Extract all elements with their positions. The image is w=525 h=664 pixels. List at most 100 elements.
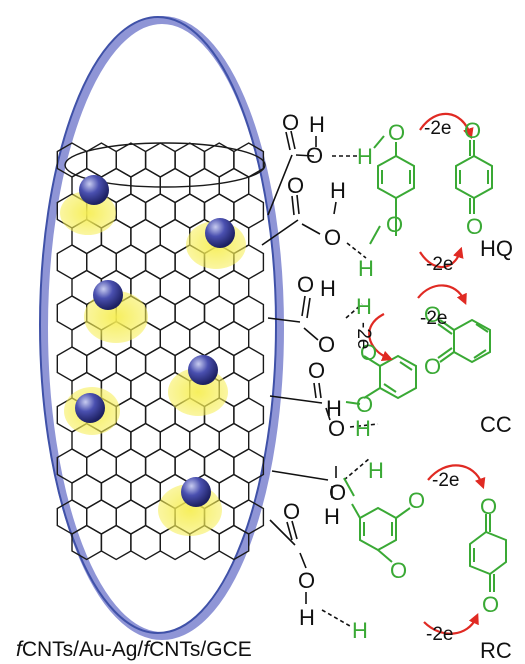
nanotube-hexagon (115, 244, 147, 280)
nanotube-hexagon (233, 448, 265, 484)
nanotube-hexagon (130, 422, 162, 459)
atom-h: H (324, 504, 340, 529)
nanotube-hexagon (100, 473, 132, 510)
nanotube-hexagon (115, 397, 147, 433)
nanotube-hexagon (130, 218, 162, 255)
electron-transfer-arrows (368, 112, 486, 635)
nanotube-hexagon (218, 422, 250, 459)
atom-o: O (466, 214, 483, 239)
electron-label: -2e (426, 254, 453, 275)
nanoparticle (75, 393, 105, 423)
nanotube-hexagon (85, 346, 117, 382)
atom-h: H (358, 256, 374, 281)
atom-h: H (355, 416, 371, 441)
atom-h: H (320, 276, 336, 301)
electrode-caption: fCNTs/Au-Ag/fCNTs/GCE (16, 638, 252, 661)
label-rc: RC (480, 638, 512, 663)
atom-o: O (282, 110, 299, 135)
nanotube-hexagon (233, 295, 265, 331)
nanotube-hexagon (233, 397, 265, 433)
atom-o: O (360, 340, 377, 365)
nanoparticle (205, 218, 235, 248)
nanotube-hexagon (218, 269, 250, 306)
electrode-ellipse (39, 16, 284, 640)
nanotube-hexagon (56, 295, 88, 331)
nanotube-hexagon (189, 320, 220, 357)
nanotube-hexagon (189, 422, 220, 459)
electron-label: -2e (353, 322, 374, 349)
atom-o: O (390, 558, 407, 583)
nanotube-hexagon (174, 142, 206, 178)
caption-part: CNTs/Au-Ag/ (22, 638, 144, 661)
nanoparticle (181, 477, 211, 507)
nanotube-hexagon (115, 346, 147, 382)
atom-h: H (309, 112, 325, 137)
atom-o: O (306, 143, 323, 168)
nanotube-hexagon (218, 167, 250, 204)
nanotube-hexagon (159, 320, 191, 357)
electron-label: -2e (432, 470, 459, 491)
electron-label: -2e (426, 624, 453, 645)
nanotube-hexagon (189, 269, 220, 306)
nanotube-hexagon (203, 295, 235, 331)
nanotube-hexagon (159, 167, 191, 204)
nanoparticle (93, 280, 123, 310)
nanotube-rim (64, 142, 266, 188)
atom-o: O (408, 488, 425, 513)
nanotube-hexagon (233, 193, 265, 229)
nanotube-hexagon (159, 422, 191, 459)
atom-o: O (356, 392, 373, 417)
atom-o: O (424, 302, 441, 327)
caption-f: f (143, 638, 151, 661)
atom-h: H (368, 458, 384, 483)
nanotube-hexagon (56, 346, 88, 382)
label-hq: HQ (480, 236, 513, 261)
atom-o: O (324, 225, 341, 250)
nanotube-hexagon (144, 142, 176, 178)
nanotube-hexagon (144, 448, 176, 484)
nanotube-hexagon (85, 244, 117, 280)
carboxyl-groups (261, 130, 337, 604)
atom-o: O (318, 332, 335, 357)
nanotube-hexagon (218, 473, 250, 510)
atom-o: O (308, 358, 325, 383)
nanotube-hexagon (56, 244, 88, 280)
nanotube-hexagon (144, 193, 176, 229)
green-molecules (343, 135, 507, 592)
nanotube-hexagon (144, 295, 176, 331)
atom-h: H (299, 605, 315, 630)
caption-f: f (16, 638, 24, 661)
atom-h: H (326, 396, 342, 421)
atom-h: H (357, 144, 373, 169)
nanotube-hexagon (115, 499, 147, 535)
caption-part: CNTs/GCE (149, 638, 252, 661)
nanotube-hexagon (144, 397, 176, 433)
nanoparticle (79, 175, 109, 205)
atom-o: O (480, 494, 497, 519)
nanotube-hexagon (130, 473, 162, 510)
nanotube-hexagon (144, 244, 176, 280)
nanotube-hexagon (100, 524, 132, 561)
nanotube-hexagon (174, 193, 206, 229)
nanotube-hexagon (130, 371, 162, 408)
carboxyl-atoms: O H O O H O O H O O H O O H O O H (282, 110, 346, 630)
atom-o: O (297, 272, 314, 297)
nanotube-hexagon (130, 524, 162, 561)
molecule-atoms: H O O H O O H O O H O O H O O H O O (352, 118, 499, 643)
electron-labels: -2e -2e -2e -2e -2e -2e (353, 118, 459, 645)
electron-label: -2e (424, 118, 451, 139)
atom-h: H (352, 618, 368, 643)
atom-o: O (388, 120, 405, 145)
hydrogen-bonds (321, 155, 379, 627)
nanotube-hexagon (85, 448, 117, 484)
electron-label: -2e (420, 308, 447, 329)
atom-o: O (298, 568, 315, 593)
atom-o: O (287, 173, 304, 198)
nanotube-hexagon (159, 218, 191, 255)
nanotube-hexagon (71, 473, 103, 510)
nanotube-hexagon (174, 295, 206, 331)
atom-o: O (464, 118, 481, 143)
atom-h: H (330, 178, 346, 203)
nanotube-hexagon (218, 524, 250, 561)
